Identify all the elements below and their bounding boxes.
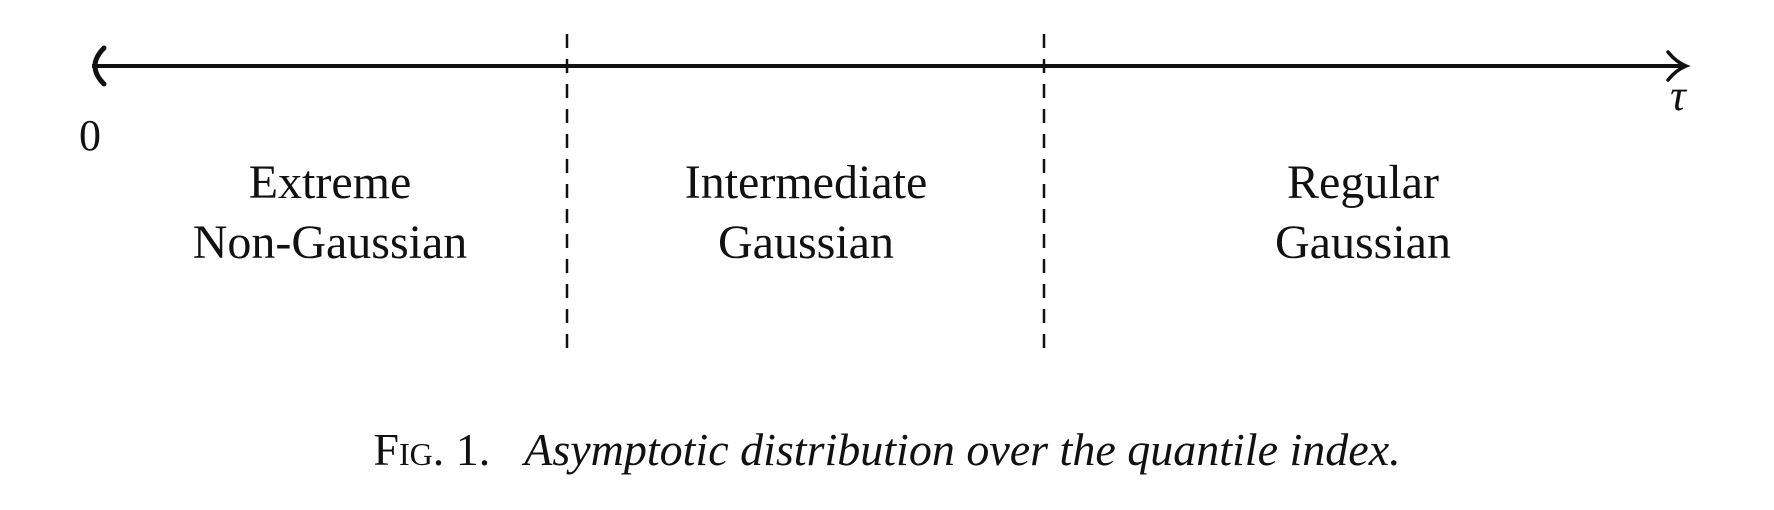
left-open-paren	[92, 45, 107, 87]
region-label-line1: Extreme	[248, 156, 412, 209]
region-label-line1: Regular	[1287, 156, 1439, 209]
region-intermediate: Intermediate Gaussian	[685, 153, 928, 273]
region-label-line2: Gaussian	[718, 216, 894, 269]
region-regular: Regular Gaussian	[1275, 153, 1451, 273]
region-label-line2: Gaussian	[1275, 216, 1451, 269]
figure-caption: Fig. 1. Asymptotic distribution over the …	[0, 422, 1774, 478]
right-arrowhead-icon	[1666, 50, 1691, 82]
caption-label: Fig. 1.	[373, 424, 491, 475]
tau-label: τ	[1670, 71, 1686, 120]
origin-label: 0	[79, 111, 101, 160]
region-label-line1: Intermediate	[684, 156, 928, 209]
caption-text: Asymptotic distribution over the quantil…	[524, 424, 1401, 475]
region-extreme: Extreme Non-Gaussian	[193, 153, 468, 273]
region-label-line2: Non-Gaussian	[192, 216, 468, 269]
